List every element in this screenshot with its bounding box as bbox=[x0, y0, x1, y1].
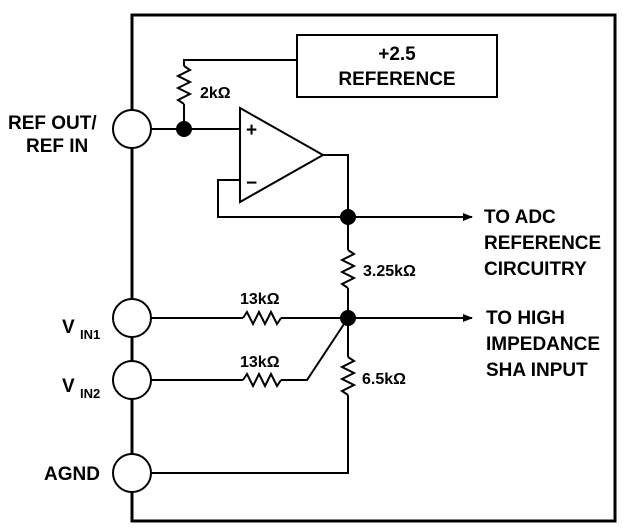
reference-block: +2.5 REFERENCE bbox=[296, 34, 498, 98]
pin-vin2-label: V IN2 bbox=[62, 376, 100, 401]
wire-feedback bbox=[217, 179, 348, 218]
opamp-plus: + bbox=[246, 120, 257, 141]
pin-agnd bbox=[112, 453, 152, 493]
pin-vin1 bbox=[112, 298, 152, 338]
adc-label-2: REFERENCE bbox=[484, 233, 601, 254]
opamp-minus: − bbox=[246, 173, 257, 194]
resistor-65k-label: 6.5kΩ bbox=[362, 371, 406, 388]
resistor-13k-1-label: 13kΩ bbox=[240, 291, 280, 308]
sha-label-2: IMPEDANCE bbox=[486, 334, 600, 355]
adc-label-3: CIRCUITRY bbox=[484, 259, 587, 280]
resistor-325k bbox=[339, 249, 357, 289]
chip-outline bbox=[130, 13, 617, 523]
resistor-13k-2-label: 13kΩ bbox=[240, 354, 280, 371]
resistor-2k-label: 2kΩ bbox=[200, 85, 231, 102]
reference-label: REFERENCE bbox=[338, 69, 455, 90]
pin-vin1-main: V bbox=[62, 317, 75, 338]
resistor-325k-label: 3.25kΩ bbox=[363, 263, 416, 280]
reference-box bbox=[296, 34, 498, 98]
sha-label-3: SHA INPUT bbox=[486, 360, 588, 381]
resistor-65k bbox=[339, 356, 357, 396]
resistor-13k-2 bbox=[242, 371, 282, 389]
resistor-2k bbox=[175, 65, 193, 105]
pin-vin1-sub: IN1 bbox=[80, 327, 100, 342]
wire-65k-to-agnd bbox=[151, 395, 349, 474]
sha-label-1: TO HIGH bbox=[486, 308, 565, 329]
pin-ref-out bbox=[112, 109, 152, 149]
wire-13k2-to-mid bbox=[281, 317, 349, 381]
wire-opamp-out bbox=[323, 154, 349, 217]
pin-vin1-label: V IN1 bbox=[62, 317, 100, 342]
reference-value: +2.5 bbox=[378, 44, 416, 65]
opamp: + − bbox=[239, 106, 326, 204]
pin-ref-label-2: REF IN bbox=[26, 136, 88, 157]
pin-agnd-label: AGND bbox=[44, 464, 100, 485]
adc-label-1: TO ADC bbox=[484, 207, 556, 228]
pin-vin2-sub: IN2 bbox=[80, 386, 100, 401]
pin-vin2 bbox=[112, 360, 152, 400]
junction-ref bbox=[176, 121, 192, 137]
opamp-body bbox=[239, 106, 326, 204]
pin-ref-label-1: REF OUT/ bbox=[8, 113, 97, 134]
wire-ref-to-2k bbox=[183, 59, 297, 66]
pin-vin2-main: V bbox=[62, 376, 75, 397]
resistor-13k-1 bbox=[242, 309, 282, 327]
